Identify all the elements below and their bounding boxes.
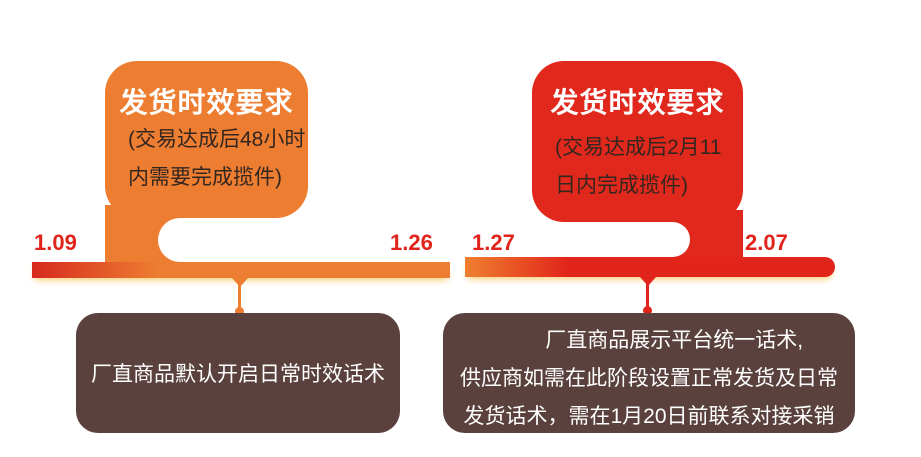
right-bubble-body-line2: 日内完成揽件) bbox=[555, 174, 688, 197]
right-bubble-title: 发货时效要求 bbox=[550, 87, 725, 118]
left-end-date-label: 1.26 bbox=[390, 230, 433, 255]
left-connector-dot bbox=[235, 307, 244, 316]
left-start-date-label: 1.09 bbox=[34, 230, 77, 255]
left-note-text: 厂直商品默认开启日常时效话术 bbox=[91, 363, 385, 386]
right-start-date-label: 1.27 bbox=[472, 230, 515, 255]
right-bubble-body-line1: (交易达成后2月11 bbox=[555, 136, 722, 159]
left-speech-bubble: 发货时效要求 (交易达成后48小时 内需要完成揽件) bbox=[105, 61, 308, 218]
left-bubble-body-line1: (交易达成后48小时 bbox=[128, 128, 306, 151]
left-connector-line bbox=[238, 278, 241, 311]
right-bubble-body: (交易达成后2月11 日内完成揽件) bbox=[555, 129, 739, 205]
right-speech-bubble: 发货时效要求 (交易达成后2月11 日内完成揽件) bbox=[532, 61, 743, 222]
right-note-text-line3: 发货话术，需在1月20日前联系对接采销 bbox=[463, 405, 835, 428]
right-note-box: 厂直商品展示平台统一话术, 供应商如需在此阶段设置正常发货及日常 发货话术，需在… bbox=[443, 313, 855, 433]
left-bubble-title: 发货时效要求 bbox=[119, 87, 294, 118]
right-connector-dot bbox=[643, 306, 652, 315]
right-note-text-line2: 供应商如需在此阶段设置正常发货及日常 bbox=[460, 367, 838, 390]
right-note-text-line1: 厂直商品展示平台统一话术, bbox=[545, 329, 804, 352]
left-timeline-bar bbox=[32, 262, 450, 278]
left-tail-notch bbox=[158, 218, 218, 262]
left-bubble-body-line2: 内需要完成揽件) bbox=[128, 166, 282, 189]
right-tail-notch bbox=[633, 222, 690, 257]
right-timeline-bar bbox=[465, 257, 835, 277]
left-note-box: 厂直商品默认开启日常时效话术 bbox=[76, 313, 400, 433]
left-bubble-body: (交易达成后48小时 内需要完成揽件) bbox=[128, 121, 306, 197]
right-end-date-label: 2.07 bbox=[745, 230, 788, 255]
right-connector-line bbox=[646, 277, 649, 310]
